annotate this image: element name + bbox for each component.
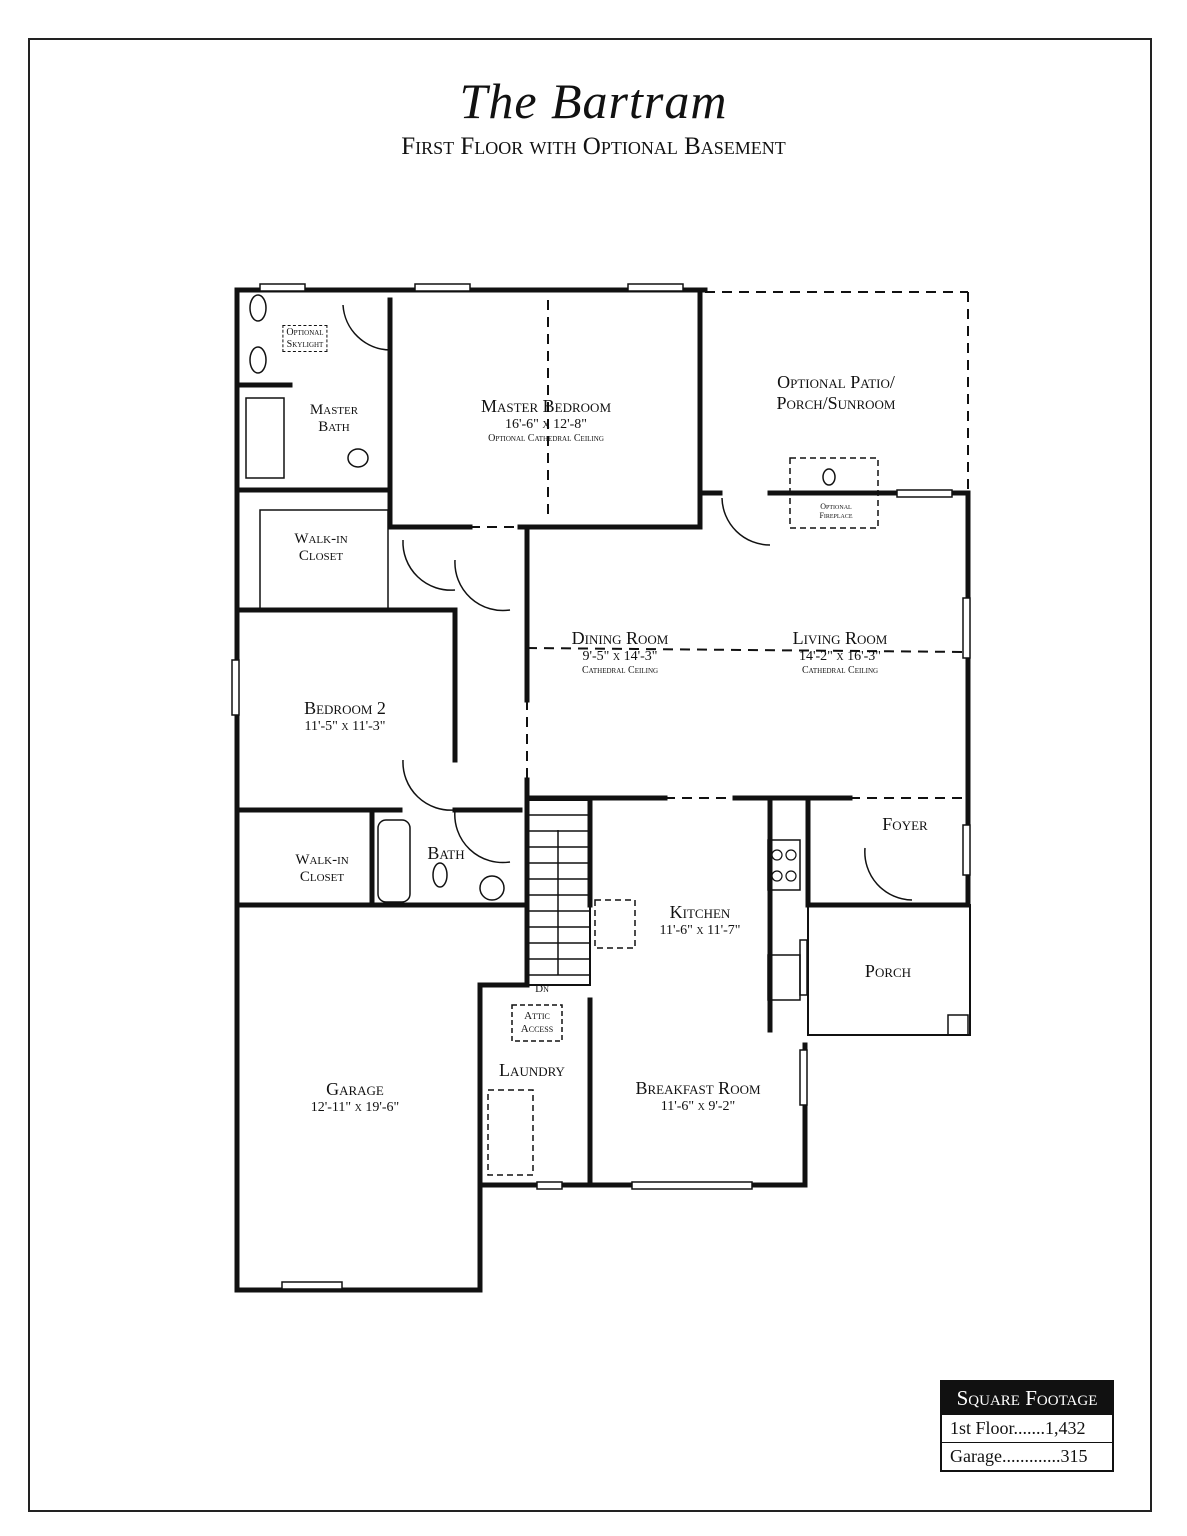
sink-icon <box>249 294 267 322</box>
burner-icon <box>771 849 783 861</box>
dashed-line <box>526 647 969 653</box>
square-footage-row: 1st Floor.......1,432 <box>942 1415 1112 1443</box>
window <box>259 283 306 292</box>
plan-title: The Bartram <box>459 73 728 129</box>
toilet-icon <box>347 448 369 468</box>
stairs-outline <box>526 799 591 986</box>
porch-label: Porch <box>864 961 912 981</box>
foyer-label: Foyer <box>882 814 928 834</box>
window <box>231 659 240 716</box>
sink-icon <box>767 954 801 1001</box>
post-icon <box>947 1014 969 1036</box>
door-swing <box>454 559 511 612</box>
burner-icon <box>771 870 783 882</box>
window <box>799 939 808 996</box>
window <box>281 1281 343 1290</box>
attic-access-outline <box>511 1004 563 1042</box>
stairs-down-label: Dn <box>535 983 549 995</box>
refrigerator-outline <box>594 899 636 949</box>
window <box>962 597 971 659</box>
sink-icon <box>249 346 267 374</box>
bath-label: Bath <box>427 843 465 863</box>
laundry-label: Laundry <box>499 1060 565 1080</box>
burner-icon <box>785 849 797 861</box>
window <box>631 1181 753 1190</box>
door-swing <box>721 497 771 546</box>
door-swing <box>864 847 913 901</box>
square-footage-row: Garage.............315 <box>950 1446 1088 1466</box>
window <box>896 489 953 498</box>
stove-icon <box>767 839 801 891</box>
plan-subtitle: First Floor with Optional Basement <box>401 133 786 160</box>
toilet-icon <box>432 862 448 888</box>
washer-dryer-outline <box>487 1089 534 1176</box>
door-swing <box>402 539 456 591</box>
door-swing <box>342 304 391 351</box>
square-footage-box: Square Footage 1st Floor.......1,432 Gar… <box>940 1380 1114 1472</box>
bathtub-icon <box>377 819 411 903</box>
square-footage-header: Square Footage <box>942 1382 1112 1415</box>
optional-patio-label: Optional Patio/Porch/Sunroom <box>776 372 896 413</box>
page-border <box>28 38 1152 1512</box>
washer-icon <box>479 875 505 901</box>
window <box>536 1181 563 1190</box>
window <box>627 283 684 292</box>
optional-fireplace-outline <box>789 457 879 529</box>
burner-icon <box>785 870 797 882</box>
door-swing <box>454 809 511 864</box>
door-swing <box>402 759 456 811</box>
porch-outline <box>807 904 971 1036</box>
shower-icon <box>245 397 285 479</box>
window <box>962 824 971 876</box>
window <box>414 283 471 292</box>
window <box>799 1049 808 1106</box>
fireplace-icon <box>822 468 836 486</box>
closet-shelf <box>259 509 389 611</box>
